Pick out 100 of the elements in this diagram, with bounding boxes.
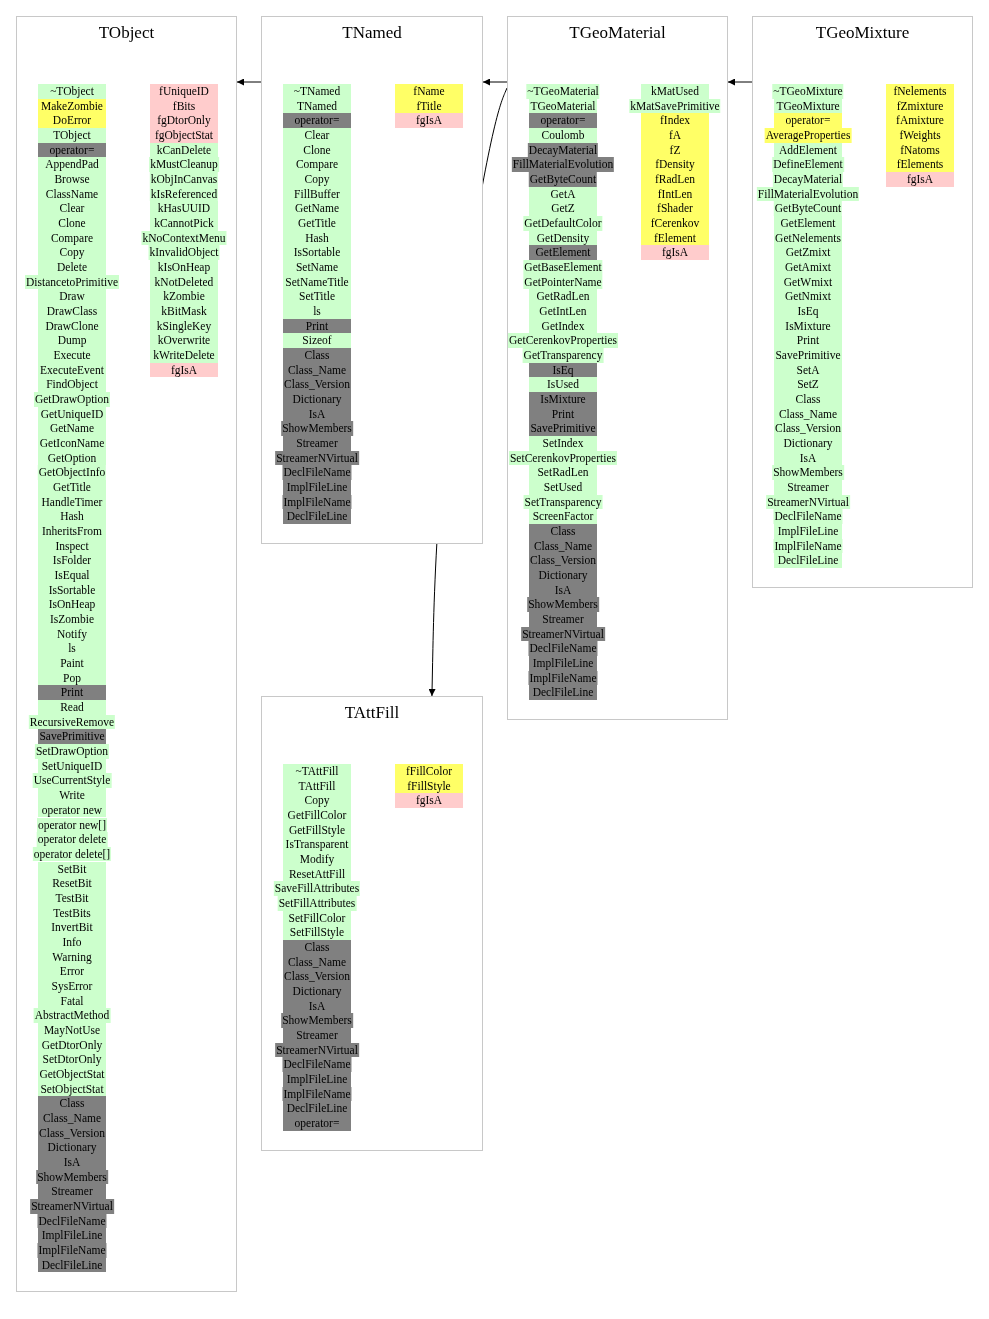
method-cell: GetTransparency	[522, 348, 604, 363]
method-cell: SetDtorOnly	[38, 1052, 106, 1067]
method-cell: ScreenFactor	[529, 509, 597, 525]
method-cell: operator delete	[36, 832, 108, 847]
data-member-cell: kZombie	[150, 289, 218, 305]
method-cell: SetFillAttributes	[277, 896, 357, 911]
method-cell: Class_Version	[283, 377, 351, 393]
method-cell: SetRadLen	[529, 465, 597, 481]
method-cell: Dump	[38, 333, 106, 349]
method-cell: TObject	[38, 128, 106, 143]
method-cell: Write	[38, 788, 106, 803]
method-cell: ShowMembers	[281, 1013, 353, 1029]
method-cell: Class	[283, 348, 351, 363]
method-cell: ImplFileLine	[38, 1228, 106, 1243]
class-box	[16, 16, 237, 1292]
method-cell: SetZ	[774, 377, 842, 393]
method-cell: Dictionary	[774, 436, 842, 451]
method-cell: GetDrawOption	[33, 392, 111, 407]
method-cell: Class_Version	[283, 969, 351, 985]
method-cell: ls	[283, 304, 351, 319]
method-cell: Sizeof	[283, 333, 351, 349]
data-member-cell: kMatUsed	[641, 84, 709, 99]
method-cell: FindObject	[38, 377, 106, 393]
method-cell: GetZmixt	[774, 245, 842, 260]
method-cell: DeclFileLine	[283, 1101, 351, 1117]
data-member-cell: fIndex	[641, 113, 709, 128]
method-cell: DeclFileName	[282, 465, 352, 481]
method-cell: Streamer	[529, 612, 597, 627]
method-cell: SavePrimitive	[774, 348, 842, 363]
method-cell: GetAmixt	[774, 260, 842, 275]
method-cell: Print	[38, 685, 106, 701]
method-cell: AbstractMethod	[33, 1008, 111, 1023]
data-member-cell: fgIsA	[641, 245, 709, 260]
method-cell: GetElement	[529, 245, 597, 260]
method-cell: ShowMembers	[527, 597, 599, 613]
method-cell: GetName	[283, 201, 351, 216]
method-cell: Class	[529, 524, 597, 539]
class-box	[261, 16, 483, 544]
data-member-cell: kObjInCanvas	[149, 172, 219, 187]
method-cell: Delete	[38, 260, 106, 275]
data-member-cell: fCerenkov	[641, 216, 709, 231]
method-cell: GetNmixt	[774, 289, 842, 305]
method-cell: ImplFileLine	[529, 656, 597, 671]
method-cell: ~TNamed	[283, 84, 351, 99]
inheritance-arrow	[727, 78, 753, 86]
method-cell: GetIconName	[38, 436, 106, 451]
method-cell: DeclFileLine	[529, 685, 597, 701]
data-member-cell: fgIsA	[395, 113, 463, 128]
class-name: TObject	[97, 23, 156, 43]
data-member-cell: kHasUUID	[150, 201, 218, 216]
method-cell: IsFolder	[38, 553, 106, 569]
data-member-cell: kOverwrite	[150, 333, 218, 349]
method-cell: DeclFileName	[528, 641, 598, 657]
method-cell: GetFillColor	[283, 808, 351, 823]
method-cell: IsEqual	[38, 568, 106, 583]
data-member-cell: fgObjectStat	[150, 128, 218, 143]
method-cell: Browse	[38, 172, 106, 187]
data-member-cell: fgIsA	[886, 172, 954, 187]
method-cell: ImplFileLine	[283, 1072, 351, 1087]
method-cell: Print	[774, 333, 842, 349]
method-cell: GetObjectInfo	[37, 465, 107, 481]
method-cell: SetBit	[38, 861, 106, 877]
method-cell: FillMaterialEvolution	[511, 157, 615, 172]
method-cell: SetCerenkovProperties	[509, 450, 617, 466]
method-cell: InheritsFrom	[38, 524, 106, 539]
method-cell: SaveFillAttributes	[273, 881, 361, 896]
method-cell: ~TGeoMaterial	[526, 84, 600, 99]
method-cell: Streamer	[283, 1028, 351, 1043]
method-cell: DoError	[38, 113, 106, 128]
data-member-cell: kWriteDelete	[150, 348, 218, 363]
data-member-cell: fA	[641, 128, 709, 143]
method-cell: UseCurrentStyle	[32, 773, 112, 789]
method-cell: Class_Version	[774, 421, 842, 437]
method-cell: Class_Version	[529, 553, 597, 569]
method-cell: Read	[38, 700, 106, 715]
data-member-cell: fUniqueID	[150, 84, 218, 99]
method-cell: ls	[38, 641, 106, 657]
method-cell: DeclFileName	[773, 509, 843, 525]
method-cell: ResetBit	[38, 876, 106, 891]
method-cell: Dictionary	[283, 392, 351, 407]
method-cell: ~TObject	[38, 84, 106, 99]
method-cell: DeclFileName	[282, 1057, 352, 1073]
method-cell: Error	[38, 964, 106, 979]
method-cell: ShowMembers	[281, 421, 353, 437]
method-cell: GetElement	[774, 216, 842, 231]
data-member-cell: kBitMask	[150, 304, 218, 319]
method-cell: Copy	[38, 245, 106, 260]
method-cell: IsUsed	[529, 377, 597, 393]
method-cell: Hash	[38, 509, 106, 525]
method-cell: IsZombie	[38, 612, 106, 627]
method-cell: GetByteCount	[528, 172, 598, 187]
method-cell: Compare	[283, 157, 351, 172]
method-cell: GetName	[38, 421, 106, 437]
method-cell: DeclFileLine	[283, 509, 351, 525]
class-box	[261, 696, 483, 1151]
method-cell: DrawClass	[38, 304, 106, 319]
method-cell: operator=	[774, 113, 842, 128]
method-cell: Draw	[38, 289, 106, 305]
data-member-cell: fgDtorOnly	[150, 113, 218, 128]
method-cell: Clear	[38, 201, 106, 216]
